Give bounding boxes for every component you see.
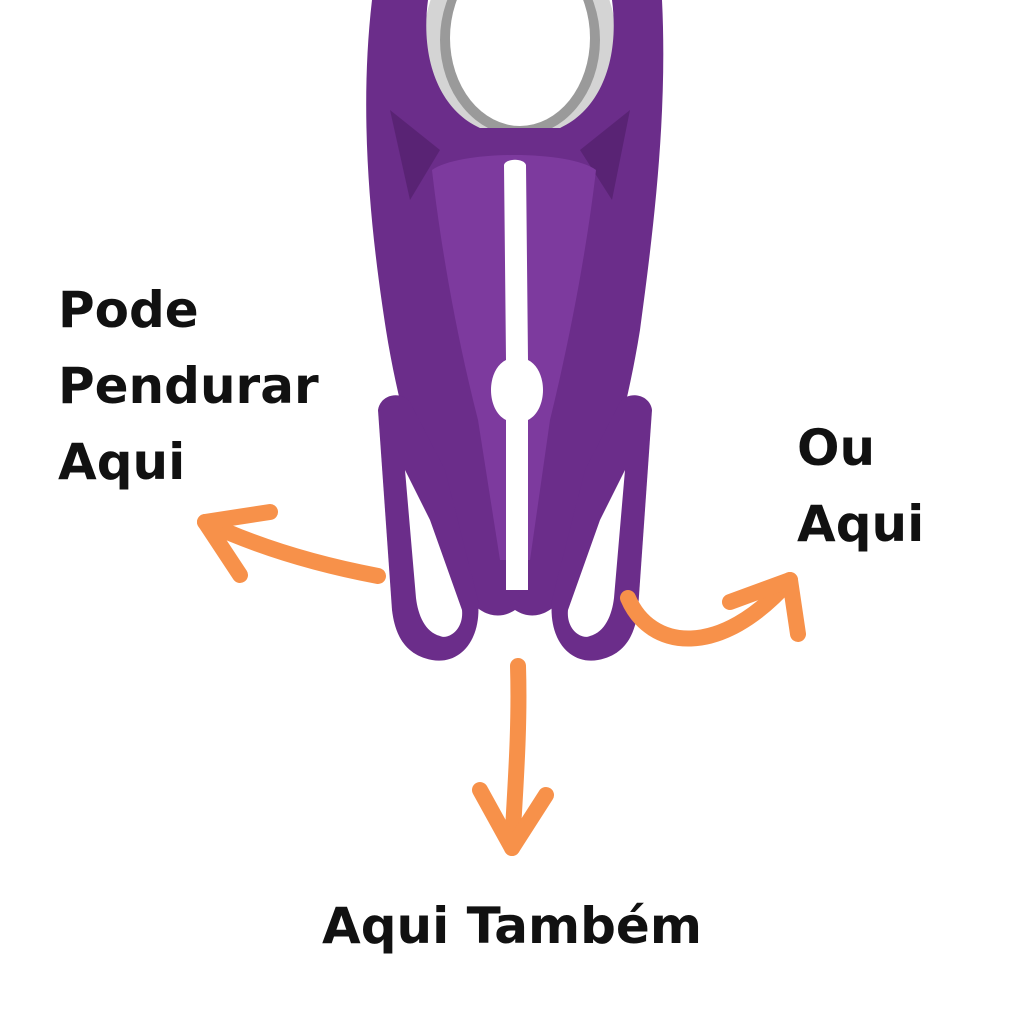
left-side-hook <box>378 395 479 661</box>
label-left-line-1: Pode <box>58 281 199 339</box>
label-hang-here: Pode Pendurar Aqui <box>58 272 319 500</box>
arrow-right <box>620 572 806 647</box>
label-right-line-1: Ou <box>797 419 876 477</box>
label-here-too: Aqui Também <box>322 897 702 955</box>
label-left-line-3: Aqui <box>58 433 186 491</box>
arrow-bottom <box>472 658 554 856</box>
label-right-line-2: Aqui <box>797 495 925 553</box>
label-or-here: Ou Aqui <box>797 410 924 562</box>
metal-hook <box>424 0 616 150</box>
arrow-left <box>197 504 386 584</box>
label-left-line-2: Pendurar <box>58 357 319 415</box>
